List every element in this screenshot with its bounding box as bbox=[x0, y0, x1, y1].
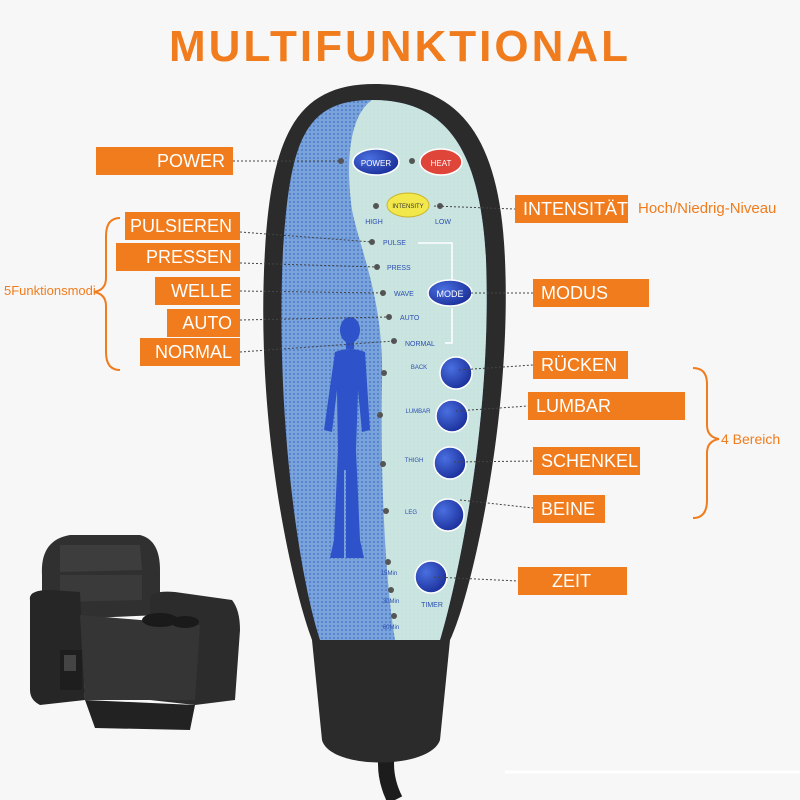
thigh-button bbox=[433, 446, 467, 480]
power-button bbox=[352, 148, 400, 176]
label-beine: BEINE bbox=[533, 495, 605, 523]
remote-auto-label: AUTO bbox=[400, 315, 420, 322]
label-welle: WELLE bbox=[155, 277, 240, 305]
label-hoch-niedrig: Hoch/Niedrig-Niveau bbox=[638, 200, 777, 217]
label-power: POWER bbox=[96, 147, 233, 175]
label-normal: NORMAL bbox=[140, 338, 240, 366]
remote-wave-label: WAVE bbox=[394, 291, 414, 298]
remote-30min-label: 30Min bbox=[383, 599, 399, 605]
intensity-button bbox=[386, 192, 430, 218]
remote-mode-label: MODE bbox=[437, 289, 464, 299]
right-brace bbox=[692, 367, 720, 519]
label-schenkel: SCHENKEL bbox=[533, 447, 640, 475]
label-5-funktionsmodi: 5Funktionsmodi bbox=[4, 283, 96, 298]
remote-lumbar-label: LUMBAR bbox=[405, 409, 431, 415]
remote-thigh-label: THIGH bbox=[405, 458, 424, 464]
label-ruecken: RÜCKEN bbox=[533, 351, 628, 379]
label-pressen: PRESSEN bbox=[116, 243, 240, 271]
heat-button bbox=[419, 148, 463, 176]
label-intensitaet: INTENSITÄT bbox=[515, 195, 628, 223]
label-modus: MODUS bbox=[533, 279, 649, 307]
label-zeit: ZEIT bbox=[518, 567, 627, 595]
remote-high-label: HIGH bbox=[365, 219, 383, 226]
label-lumbar: LUMBAR bbox=[528, 392, 685, 420]
remote-back-label: BACK bbox=[411, 365, 427, 371]
left-brace bbox=[93, 217, 121, 371]
lumbar-button bbox=[435, 399, 469, 433]
remote-normal-label: NORMAL bbox=[405, 341, 435, 348]
remote-intensity-label: INTENSITY bbox=[392, 204, 423, 210]
label-pulsieren: PULSIEREN bbox=[125, 212, 240, 240]
power-led bbox=[338, 158, 344, 164]
remote-power-label: POWER bbox=[361, 159, 391, 168]
remote-timer-label: TIMER bbox=[421, 602, 443, 609]
label-auto: AUTO bbox=[167, 309, 240, 337]
remote-low-label: LOW bbox=[435, 219, 451, 226]
remote-60min-label: 60Min bbox=[383, 625, 399, 631]
label-4-bereich: 4 Bereich bbox=[721, 431, 781, 447]
remote-press-label: PRESS bbox=[387, 265, 411, 272]
recliner-chair-image bbox=[29, 535, 240, 730]
remote-15min-label: 15Min bbox=[381, 571, 397, 577]
back-button bbox=[439, 356, 473, 390]
heat-led bbox=[409, 158, 415, 164]
remote-heat-label: HEAT bbox=[431, 159, 452, 168]
timer-button bbox=[414, 560, 448, 594]
remote-pulse-label: PULSE bbox=[383, 240, 406, 247]
human-figure-icon bbox=[324, 317, 370, 558]
leg-button bbox=[431, 498, 465, 532]
page-title: MULTIFUNKTIONAL bbox=[168, 22, 632, 71]
remote-leg-label: LEG bbox=[405, 510, 417, 516]
